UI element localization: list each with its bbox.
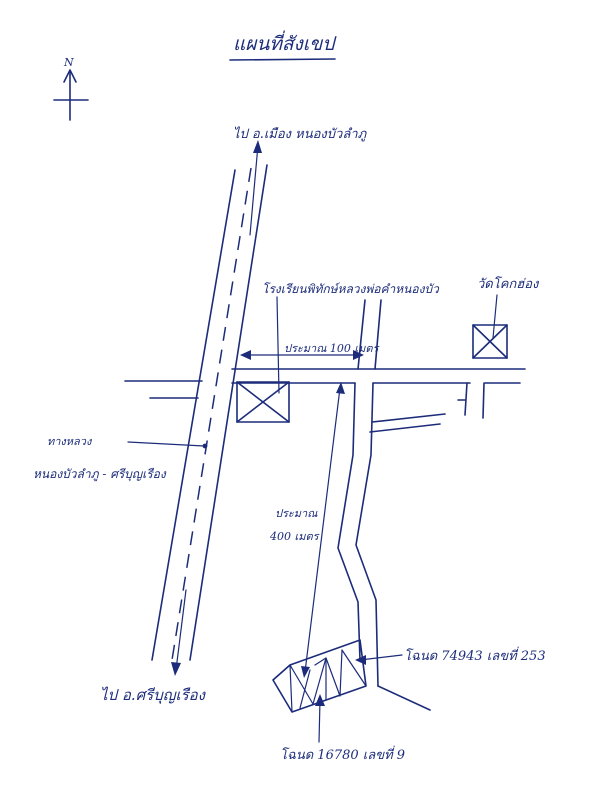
ns-distance-label-2: 400 เมตร bbox=[269, 530, 321, 543]
to-sribunrueang-arrowhead bbox=[171, 662, 181, 676]
ns-distance-label-1: ประมาณ bbox=[275, 507, 318, 520]
south-road-end bbox=[377, 685, 431, 711]
highway-west-edge bbox=[151, 169, 236, 661]
temple-lane-east bbox=[482, 382, 485, 419]
to-mueang-arrowhead bbox=[253, 140, 262, 153]
title-underline bbox=[229, 58, 336, 61]
parcel-east-arrowhead bbox=[355, 655, 366, 665]
south-road-west bbox=[337, 382, 361, 661]
parcel-south-arrowhead bbox=[315, 694, 325, 706]
north-lane-west bbox=[357, 299, 366, 370]
temple-pointer bbox=[492, 294, 498, 339]
parcel-east-pointer bbox=[359, 654, 403, 661]
ew-distance-label: ประมาณ 100 เมตร bbox=[284, 342, 381, 355]
south-road-east bbox=[355, 382, 379, 687]
to-mueang-arrow bbox=[249, 144, 259, 236]
highway-name-dot bbox=[202, 443, 208, 449]
north-lane-east bbox=[374, 299, 382, 370]
ns-distance-line bbox=[304, 387, 341, 673]
map-title: แผนที่สังเขป bbox=[233, 30, 337, 55]
highway-name-pointer bbox=[127, 441, 205, 447]
school-building-icon bbox=[236, 381, 290, 423]
to-sribunrueang-arrow bbox=[175, 589, 187, 671]
south-destination-label: ไป อ.ศรีบุญเรือง bbox=[100, 686, 207, 704]
parcel-east-label: โฉนด 74943 เลขที่ 253 bbox=[404, 646, 546, 664]
school-label: โรงเรียนพิทักษ์หลวงพ่อคำหนองบัว bbox=[262, 282, 440, 296]
north-arrow-icon: N bbox=[53, 56, 89, 121]
temple-label: วัดโคกฮ่อง bbox=[477, 276, 540, 292]
highway-east-edge bbox=[189, 164, 268, 661]
parcel-south-pointer bbox=[318, 699, 321, 743]
temple-building-icon bbox=[472, 324, 508, 359]
temple-lane-west bbox=[464, 382, 468, 416]
highway-centerline bbox=[171, 167, 252, 661]
ns-distance-arrow-north bbox=[336, 382, 345, 394]
highway-name-label-2: หนองบัวลำภู - ศรีบุญเรือง bbox=[33, 467, 167, 482]
spur-top bbox=[371, 413, 446, 423]
school-pointer bbox=[276, 296, 280, 394]
north-destination-label: ไป อ.เมือง หนองบัวลำภู bbox=[233, 126, 368, 142]
spur-bottom bbox=[369, 423, 441, 433]
parcel-south-label: โฉนด 16780 เลขที่ 9 bbox=[280, 745, 405, 763]
ew-distance-arrow-east bbox=[353, 350, 364, 360]
highway-name-label-1: ทางหลวง bbox=[47, 435, 93, 448]
ew-distance-arrow-west bbox=[240, 350, 251, 360]
north-label: N bbox=[63, 56, 74, 69]
ns-distance-arrow-south bbox=[301, 666, 310, 678]
